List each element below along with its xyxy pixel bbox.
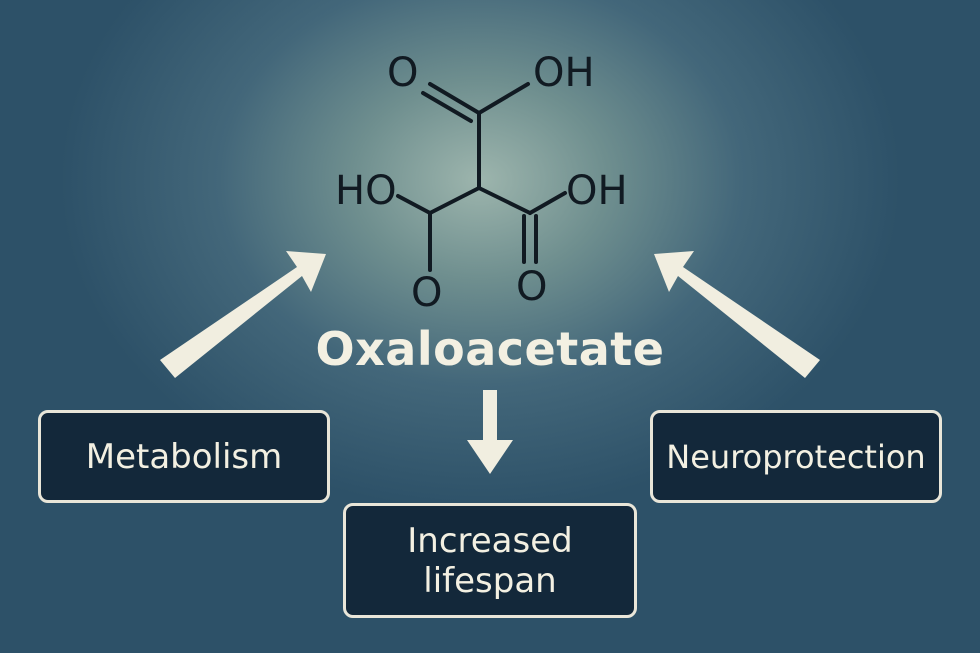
- arrow-metabolism-to-molecule: [160, 251, 326, 378]
- atom-top-left-o: O: [387, 50, 418, 96]
- atom-left-ho: HO: [335, 168, 397, 214]
- bond-center-to-right: [477, 186, 532, 215]
- increased-lifespan-label: Increased lifespan: [407, 520, 573, 601]
- arrow-neuroprotection-to-molecule: [654, 251, 820, 378]
- neuroprotection-box: Neuroprotection: [650, 410, 942, 503]
- oxaloacetate-structure: O OH HO OH O O: [335, 50, 628, 316]
- atom-bottom-left-o: O: [411, 270, 442, 316]
- increased-lifespan-box: Increased lifespan: [343, 503, 637, 618]
- arrow-molecule-to-lifespan: [467, 390, 513, 474]
- bond-right-to-oh: [528, 191, 567, 215]
- atom-bottom-right-o: O: [516, 264, 547, 310]
- bond-left-to-ho: [396, 194, 432, 215]
- bond-center-to-left: [428, 186, 481, 215]
- atom-right-oh: OH: [566, 168, 628, 214]
- metabolism-label: Metabolism: [85, 436, 283, 477]
- neuroprotection-label: Neuroprotection: [666, 437, 926, 476]
- bond-top-double-o-b: [421, 91, 473, 123]
- bond-top-carbon-to-oh: [477, 82, 530, 115]
- atom-top-right-oh: OH: [533, 50, 595, 96]
- metabolism-box: Metabolism: [38, 410, 330, 503]
- molecule-title: Oxaloacetate: [315, 322, 665, 376]
- bond-top-double-o-a: [428, 82, 481, 115]
